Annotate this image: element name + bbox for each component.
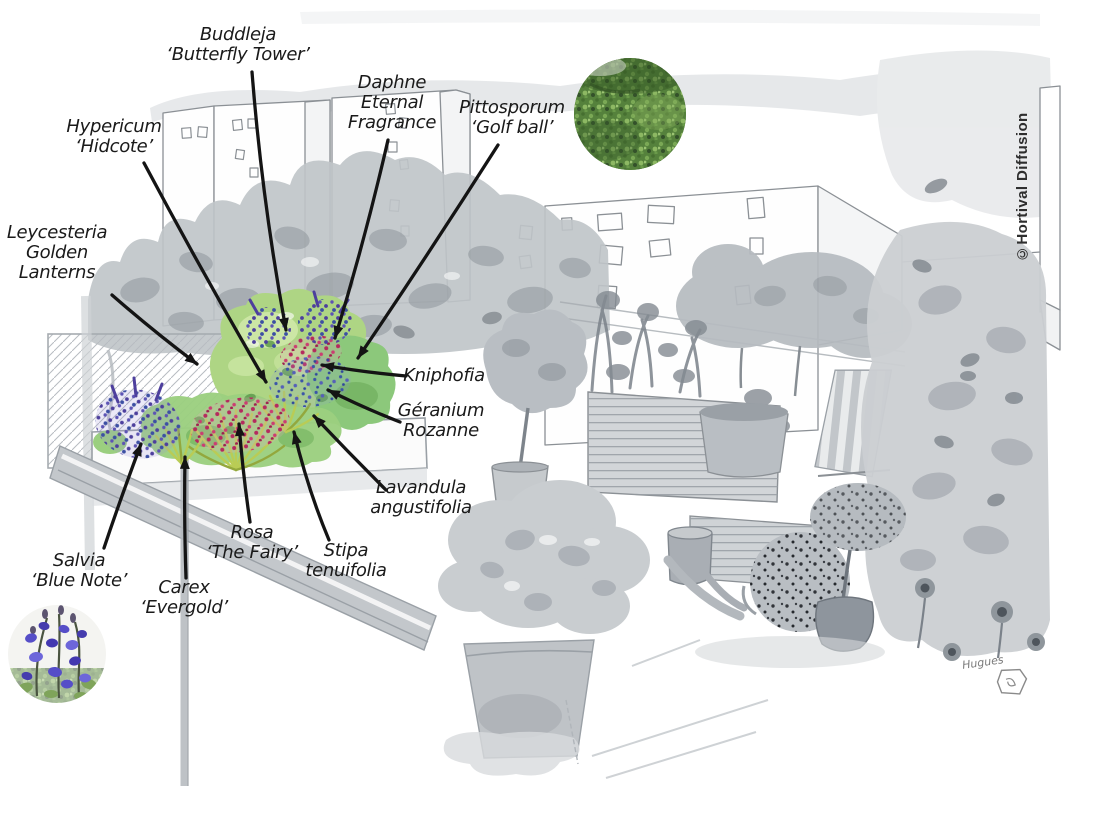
label-geranium: Géranium Rozanne bbox=[397, 400, 485, 442]
label-hypericum: Hypericum ‘Hidcote’ bbox=[66, 116, 162, 158]
label-daphne: Daphne Eternal Fragrance bbox=[347, 72, 437, 134]
annotation-arrows bbox=[102, 70, 500, 580]
ground-shadow-right bbox=[695, 636, 885, 668]
hydrangea-pot bbox=[438, 480, 650, 776]
arrow-daphne bbox=[333, 138, 390, 340]
arrow-salvia bbox=[102, 442, 143, 550]
label-kniphofia: Kniphofia bbox=[403, 365, 485, 386]
arrow-stipa bbox=[291, 430, 331, 542]
arrow-lavandula bbox=[312, 414, 388, 492]
arrow-kniphofia bbox=[320, 362, 408, 378]
label-lavandula: Lavandula angustifolia bbox=[370, 477, 472, 519]
arrow-carex bbox=[179, 455, 190, 580]
label-salvia: Salvia ‘Blue Note’ bbox=[30, 550, 128, 592]
arrow-pittosporum bbox=[356, 143, 500, 360]
arrow-buddleja bbox=[250, 70, 289, 332]
signature-stamp bbox=[996, 668, 1028, 695]
arrow-geranium bbox=[326, 388, 402, 424]
green-shrub-photo bbox=[574, 58, 686, 170]
arrow-rosa bbox=[234, 422, 252, 524]
arrow-leycesteria bbox=[110, 293, 199, 366]
right-foliage bbox=[861, 178, 1050, 661]
label-rosa: Rosa ‘The Fairy’ bbox=[206, 522, 298, 564]
floor-lines bbox=[591, 639, 769, 779]
label-carex: Carex ‘Evergold’ bbox=[140, 577, 228, 619]
arrow-hypericum bbox=[142, 161, 268, 384]
blue-salvia-photo bbox=[8, 605, 106, 703]
salvia-cluster bbox=[95, 376, 181, 459]
mug-pot bbox=[663, 526, 748, 621]
diagonal-railing bbox=[49, 445, 437, 651]
hedge bbox=[88, 151, 610, 357]
sunflowers bbox=[915, 578, 1045, 661]
copyright-credit: ©Hortival Diffusion bbox=[1014, 112, 1031, 262]
standard-tree bbox=[810, 483, 906, 652]
right-shrubs bbox=[676, 244, 912, 397]
label-buddleja: Buddleja ‘Butterfly Tower’ bbox=[166, 24, 310, 66]
label-stipa: Stipa tenuifolia bbox=[305, 540, 387, 582]
round-pot bbox=[699, 403, 789, 478]
label-pittosporum: Pittosporum ‘Golf ball’ bbox=[459, 97, 565, 139]
label-leycesteria: Leycesteria Golden Lanterns bbox=[6, 222, 108, 284]
